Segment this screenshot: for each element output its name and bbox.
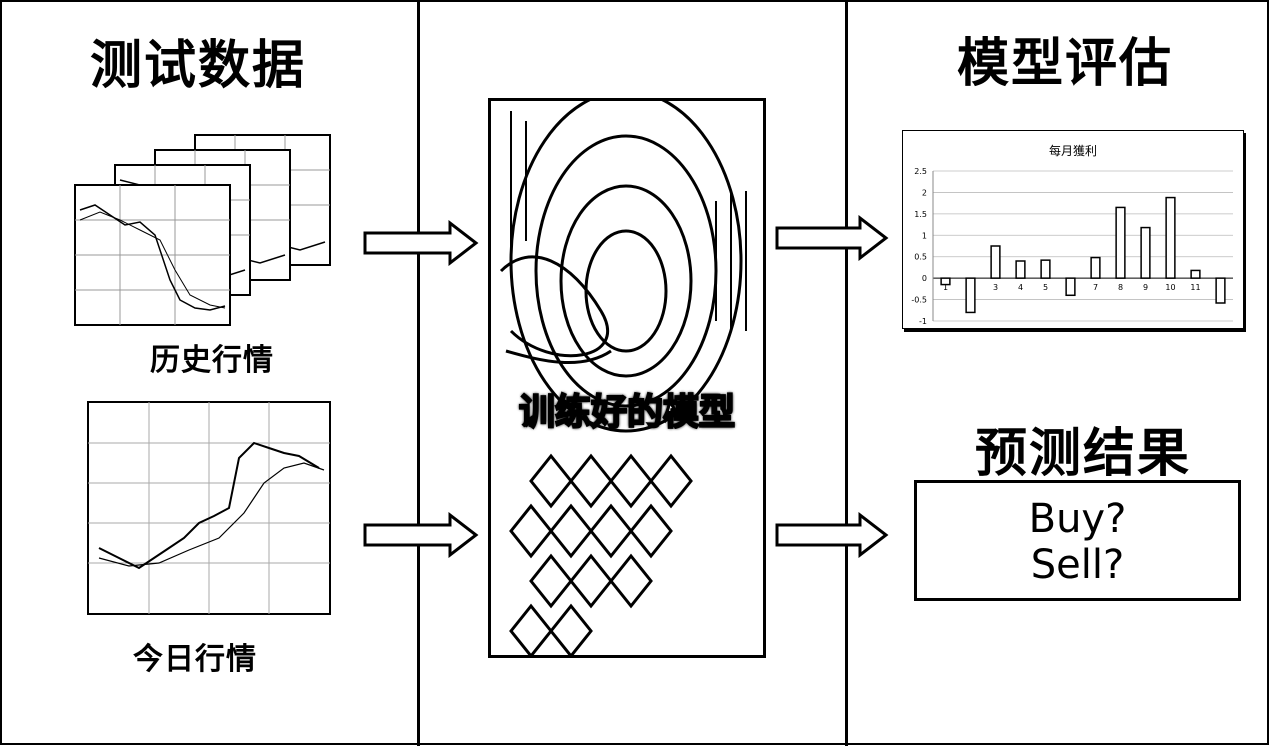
bar — [1015, 260, 1026, 279]
history-chart-card-front — [74, 184, 231, 326]
chart-title: 每月獲利 — [1049, 143, 1097, 158]
prediction-heading: 预测结果 — [975, 424, 1192, 484]
result-buy: Buy? — [1028, 496, 1127, 542]
trained-model-image: 训练好的模型 — [488, 98, 766, 658]
model-lattice — [509, 453, 693, 655]
bar — [940, 277, 951, 286]
evaluation-heading: 模型评估 — [957, 34, 1174, 94]
y-tick-label: -1 — [919, 317, 927, 326]
y-tick-label: 0.5 — [914, 253, 927, 262]
x-tick-label: 3 — [993, 283, 998, 292]
y-tick-label: -0.5 — [911, 296, 927, 305]
x-tick-label: 11 — [1190, 283, 1200, 292]
bar — [1115, 206, 1126, 279]
arrow-model-to-evaluation — [775, 215, 889, 261]
y-tick-label: 1.5 — [914, 210, 927, 219]
x-tick-label: 1 — [943, 283, 948, 292]
bar — [990, 245, 1001, 279]
column-divider-left — [417, 0, 420, 746]
today-label: 今日行情 — [133, 642, 257, 677]
arrow-today-to-model — [363, 512, 479, 558]
monthly-profit-chart-svg: 每月獲利 2.5 2 1.5 1 0.5 0 -0.5 -1 1 3 4 5 7 8 9 10 11 — [911, 143, 1233, 326]
model-pattern — [499, 101, 747, 655]
y-tick-label: 2.5 — [914, 167, 927, 176]
x-tick-label: 10 — [1165, 283, 1175, 292]
column-divider-right — [845, 0, 848, 746]
x-tick-label: 8 — [1118, 283, 1123, 292]
bar — [1065, 277, 1076, 297]
bar — [1215, 277, 1226, 304]
x-tick-label: 9 — [1143, 283, 1148, 292]
model-label: 训练好的模型 — [518, 391, 736, 434]
test-data-heading: 测试数据 — [90, 36, 307, 96]
bar — [1040, 259, 1051, 279]
x-tick-label: 5 — [1043, 283, 1048, 292]
y-tick-label: 0 — [922, 274, 927, 283]
history-label: 历史行情 — [150, 343, 274, 378]
bar — [1090, 256, 1101, 279]
prediction-result-box: Buy? Sell? — [914, 480, 1241, 601]
bar — [1190, 269, 1201, 279]
monthly-profit-chart: 每月獲利 2.5 2 1.5 1 0.5 0 -0.5 -1 1 3 4 5 7 8 9 10 11 — [902, 130, 1244, 329]
result-sell: Sell? — [1030, 542, 1125, 588]
y-tick-label: 1 — [922, 231, 927, 240]
arrow-model-to-prediction — [775, 512, 889, 558]
x-tick-label: 4 — [1018, 283, 1023, 292]
y-tick-label: 2 — [922, 188, 927, 197]
bar — [1140, 226, 1151, 279]
today-chart — [87, 401, 331, 615]
x-tick-label: 7 — [1093, 283, 1098, 292]
bar — [1165, 196, 1176, 279]
bar — [965, 277, 976, 314]
historical-charts-stack — [74, 134, 331, 326]
arrow-history-to-model — [363, 220, 479, 266]
